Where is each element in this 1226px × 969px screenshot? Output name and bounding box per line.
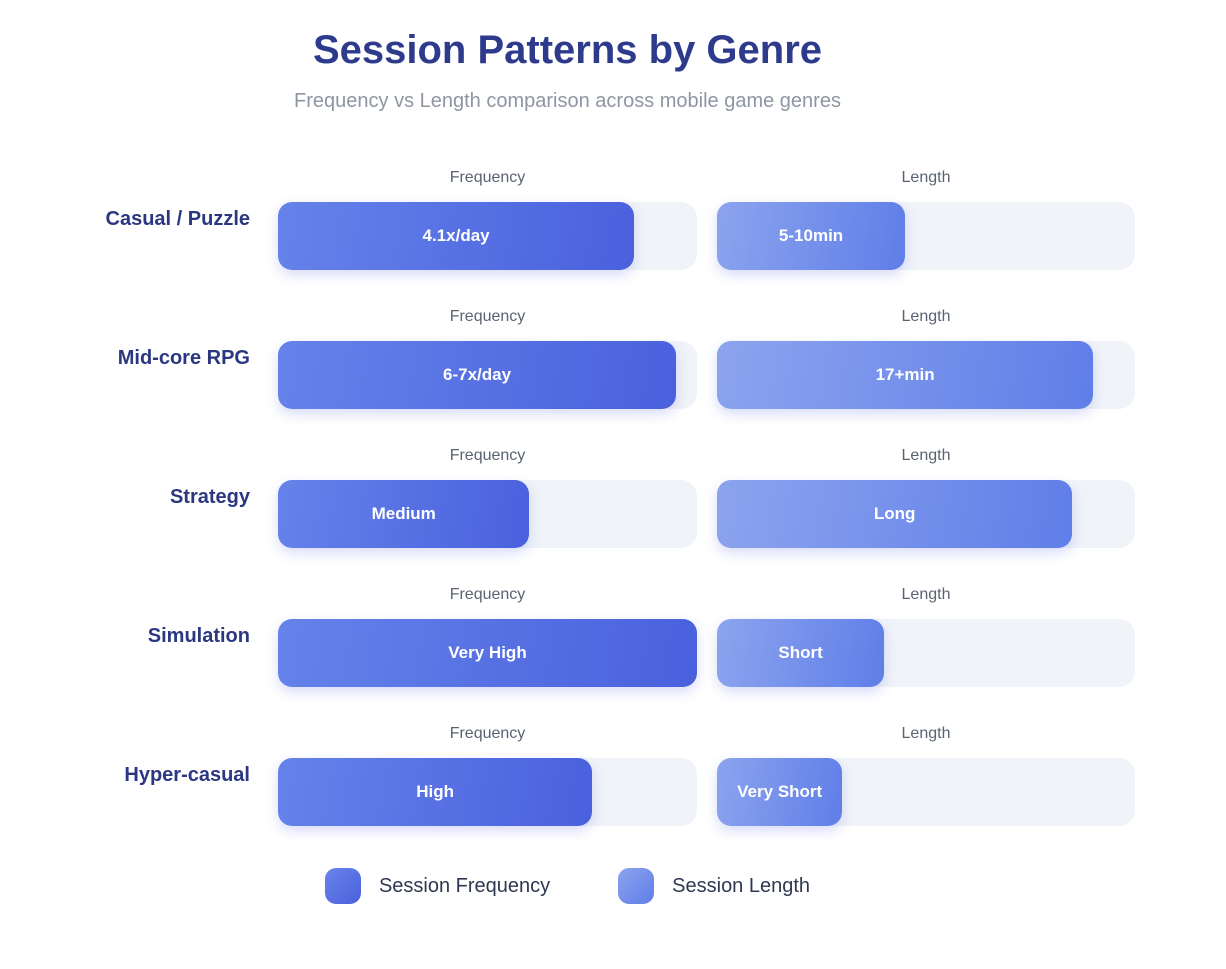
frequency-column-header: Frequency [449, 725, 526, 742]
frequency-column-header: Frequency [449, 308, 526, 325]
chart-card: Session Patterns by Genre Frequency vs L… [0, 28, 1135, 904]
genre-row: Casual / Puzzle Frequency 4.1x/day Length 5-… [0, 169, 1135, 270]
genre-label: Simulation [147, 625, 250, 647]
length-swatch-icon [618, 868, 655, 904]
length-column-header: Length [901, 308, 951, 325]
length-bar-track: Very Short [717, 758, 1135, 826]
length-column-header: Length [901, 447, 951, 464]
genre-label: Mid-core RPG [117, 347, 250, 369]
frequency-bar-value: Very High [448, 643, 527, 662]
legend-item-frequency: Session Frequency [324, 868, 551, 904]
length-column-header: Length [901, 586, 951, 603]
frequency-bar-fill: High [278, 758, 593, 826]
length-bar-track: Long [717, 480, 1135, 548]
genre-label: Strategy [169, 486, 250, 508]
length-bar-fill: Very Short [717, 758, 843, 826]
frequency-bar-track: 4.1x/day [278, 202, 697, 270]
length-column-header: Length [901, 169, 951, 186]
genre-label: Casual / Puzzle [105, 208, 251, 230]
frequency-bar-value: 6-7x/day [443, 365, 512, 384]
length-column-header: Length [901, 725, 951, 742]
legend: Session Frequency Session Length [0, 868, 1135, 904]
frequency-bar-value: 4.1x/day [422, 226, 490, 245]
length-bar-fill: Long [717, 480, 1073, 548]
length-bar-value: 17+min [875, 365, 935, 384]
frequency-column-header: Frequency [449, 447, 526, 464]
page-title: Session Patterns by Genre [312, 28, 823, 72]
page-subtitle: Frequency vs Length comparison across mo… [294, 90, 841, 112]
frequency-bar-track: Very High [278, 619, 697, 687]
length-bar-value: Short [778, 643, 823, 662]
frequency-bar-fill: Medium [278, 480, 530, 548]
genre-row: Mid-core RPG Frequency 6-7x/day Length 17+mi… [0, 308, 1135, 409]
frequency-bar-fill: Very High [278, 619, 697, 687]
length-bar-track: 5-10min [717, 202, 1135, 270]
legend-label-length: Session Length [672, 874, 811, 897]
legend-item-length: Session Length [618, 868, 810, 904]
frequency-bar-track: 6-7x/day [278, 341, 697, 409]
frequency-column-header: Frequency [449, 169, 526, 186]
frequency-bar-fill: 4.1x/day [278, 202, 635, 270]
frequency-bar-track: High [278, 758, 697, 826]
frequency-column: Frequency 6-7x/day [278, 308, 697, 409]
length-column: Length 5-10min [717, 169, 1135, 270]
length-bar-value: Very Short [737, 782, 823, 801]
frequency-column: Frequency 4.1x/day [278, 169, 697, 270]
frequency-bar-track: Medium [278, 480, 697, 548]
length-bar-fill: 17+min [717, 341, 1094, 409]
length-column: Length 17+min [717, 308, 1135, 409]
length-bar-fill: Short [717, 619, 885, 687]
legend-label-frequency: Session Frequency [378, 874, 551, 897]
length-bar-track: 17+min [717, 341, 1135, 409]
length-bar-value: Long [873, 504, 916, 523]
frequency-bar-value: Medium [371, 504, 436, 523]
length-bar-track: Short [717, 619, 1135, 687]
frequency-bar-value: High [416, 782, 455, 801]
length-bar-fill: 5-10min [717, 202, 906, 270]
frequency-swatch-icon [324, 868, 361, 904]
length-bar-value: 5-10min [778, 226, 844, 245]
frequency-bar-fill: 6-7x/day [278, 341, 677, 409]
frequency-column-header: Frequency [449, 586, 526, 603]
genre-label: Hyper-casual [124, 764, 250, 786]
